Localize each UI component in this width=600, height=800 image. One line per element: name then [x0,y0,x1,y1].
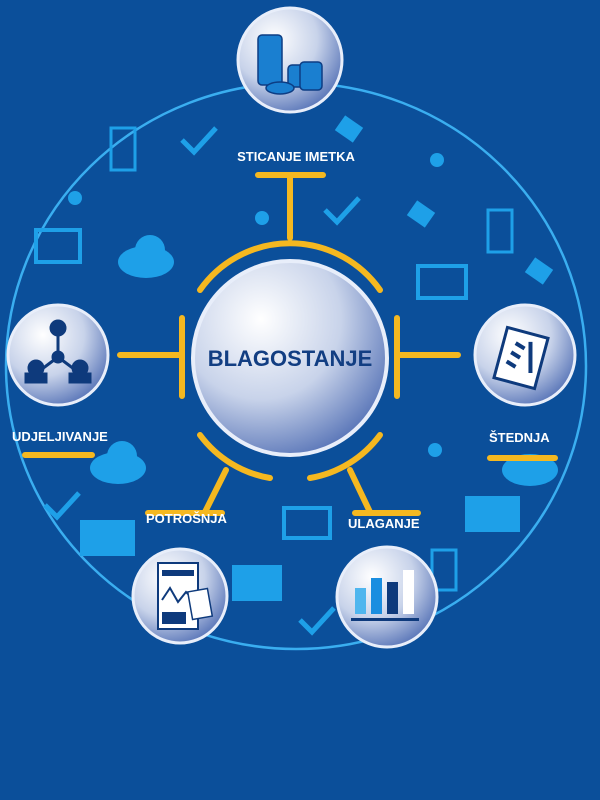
cloud-icon [90,235,558,486]
clipboard-checklist-icon [492,325,550,391]
node-stednja: ŠTEDNJA [473,303,577,445]
check-icon [43,126,361,636]
people-network-icon [24,319,92,384]
node-label: ULAGANJE [348,516,420,531]
node-potrosnja: POTROŠNJA [131,511,229,645]
card-icon [80,496,520,601]
center-node [191,259,389,457]
documents-chart-icon [157,562,214,630]
connectors [22,172,558,516]
node-sticanje: STICANJE IMETKA [236,6,355,164]
node-label: ŠTEDNJA [489,430,550,445]
monitor-icon [34,228,468,540]
phone-icon [109,126,514,592]
node-label: STICANJE IMETKA [237,149,355,164]
node-udjelivanje: UDJELJIVANJE [6,303,110,444]
node-label: POTROŠNJA [146,511,228,526]
coins-icon [257,34,323,95]
center-label: BLAGOSTANJE [208,346,373,371]
node-label: UDJELJIVANJE [12,429,108,444]
background-icons [34,115,558,636]
thumbs-up-icon [334,115,554,285]
node-ulaganje: ULAGANJE [335,516,439,649]
bar-chart-icon [351,570,419,621]
wifi-icon [68,153,444,457]
